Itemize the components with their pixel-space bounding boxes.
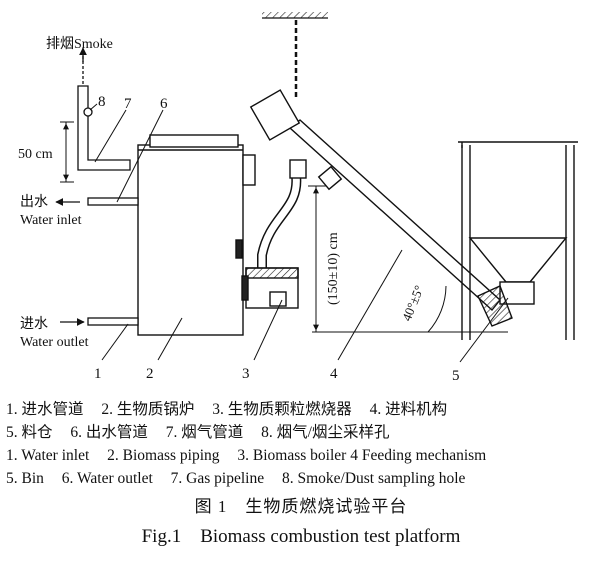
legend-item: 6. 出水管道 [70,424,148,441]
legend-item: 8. Smoke/Dust sampling hole [281,470,466,487]
inlet-label-cn: 进水 [20,316,48,332]
callout-3: 3 [242,366,250,382]
legend-item: 6. Water outlet [61,470,153,487]
bin [458,141,578,340]
callout-8: 8 [98,94,106,110]
callout-7: 7 [124,96,132,112]
caption-en: Fig.1 Biomass combustion test platform [141,526,461,547]
gas-pipeline [77,55,131,171]
feeding-mechanism [249,89,501,312]
height-50-label: 50 cm [18,147,53,162]
callout-2: 2 [146,366,154,382]
dimension-150cm [308,185,326,332]
smoke-label: 排烟Smoke [46,36,113,52]
outlet-label-cn: 出水 [20,194,48,210]
inlet-label-en: Water outlet [20,335,89,350]
pellet-burner [241,159,307,309]
platform-diagram: 排烟Smoke 50 cm 出水 Water inlet 进水 Water ou… [18,12,578,384]
angle-arc [427,285,447,333]
callout-4: 4 [330,366,338,382]
legend-cn-row-1: 1. 进水管道 2. 生物质锅炉 3. 生物质颗粒燃烧器 4. 进料机构 [6,398,596,421]
legend-item: 4. 进料机构 [369,401,448,418]
outlet-label-en: Water inlet [20,213,82,228]
biomass-boiler [137,134,256,336]
height-150-label: (150±10) cm [326,232,341,305]
legend-en-row-2: 5. Bin 6. Water outlet 7. Gas pipeline 8… [6,467,596,490]
water-inlet-pipe [87,317,139,326]
callout-5: 5 [452,368,460,384]
legend-item: 2. 生物质锅炉 [101,401,195,418]
legend: 1. 进水管道 2. 生物质锅炉 3. 生物质颗粒燃烧器 4. 进料机构 5. … [6,398,596,548]
water-outlet-pipe [87,197,139,206]
legend-item: 7. 烟气管道 [165,424,244,441]
ceiling-mount [262,12,328,19]
legend-item: 7. Gas pipeline [170,470,265,487]
legend-item: 1. 进水管道 [6,401,84,418]
legend-item: 5. 料仓 [6,424,53,441]
legend-item: 5. Bin [6,470,44,487]
callout-1: 1 [94,366,102,382]
callout-6: 6 [160,96,168,112]
dimension-50cm [60,121,74,183]
caption-cn: 图 1 生物质燃烧试验平台 [194,497,408,516]
legend-item: 2. Biomass piping [107,447,220,464]
legend-item: 3. Biomass boiler 4 Feeding mechanism [237,447,487,464]
legend-item: 3. 生物质颗粒燃烧器 [212,401,352,418]
legend-cn-row-2: 5. 料仓 6. 出水管道 7. 烟气管道 8. 烟气/烟尘采样孔 [6,421,596,444]
legend-item: 1. Water inlet [6,447,90,464]
legend-en-row-1: 1. Water inlet 2. Biomass piping 3. Biom… [6,444,596,467]
legend-item: 8. 烟气/烟尘采样孔 [261,424,390,441]
angle-label: 40°±5° [399,283,427,323]
leader-lines [89,103,509,363]
